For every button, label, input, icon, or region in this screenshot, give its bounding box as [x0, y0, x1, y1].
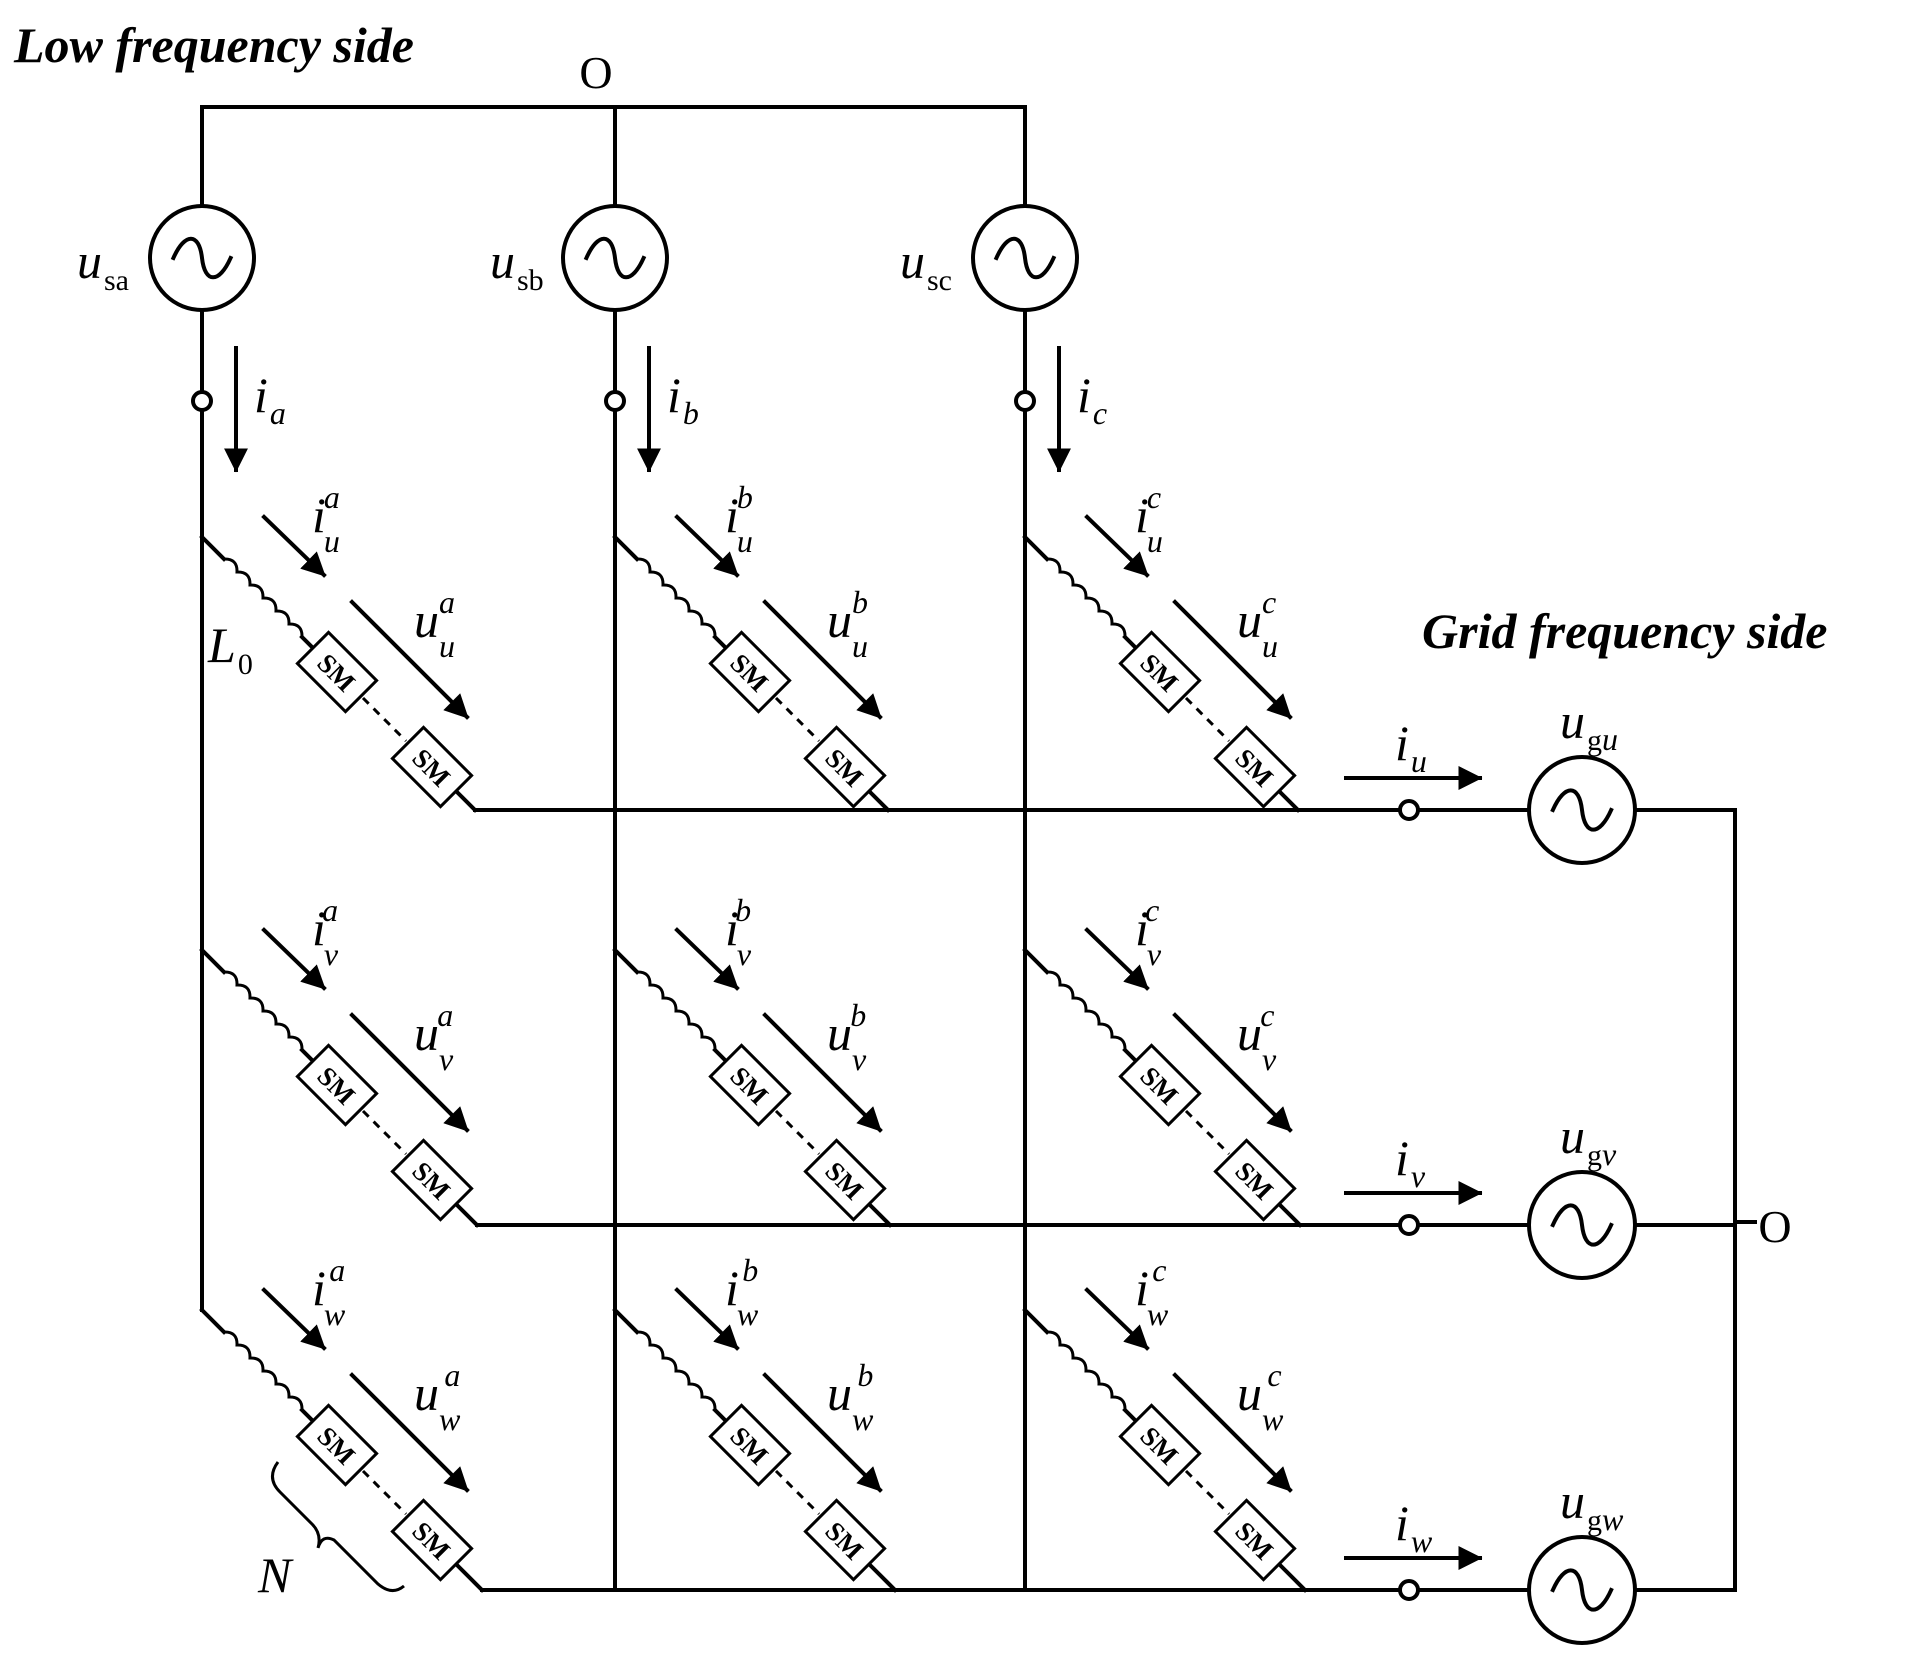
- branch-voltage-label: uwb: [827, 1357, 874, 1437]
- circuit-elements: usaiausbibuscicSMSMiuauuaSMSMiubuubSMSMi…: [77, 105, 1737, 1645]
- branch-voltage-arrow: [762, 1372, 883, 1493]
- submodule-block: SM: [708, 1043, 792, 1127]
- neutral-label-right: O: [1758, 1201, 1791, 1252]
- branch-voltage-label: uva: [414, 997, 454, 1077]
- input-current-label: ia: [254, 367, 286, 431]
- branch-current-arrow: [1084, 1287, 1150, 1351]
- submodule-block: SM: [1118, 630, 1202, 714]
- ac-source-icon: [1527, 755, 1637, 865]
- branch-current-arrow: [1084, 927, 1150, 991]
- input-terminal: [1014, 390, 1036, 412]
- branch-voltage-arrow: [1172, 599, 1293, 720]
- branch-voltage-label: uvb: [827, 997, 867, 1077]
- branch-voltage-label: uwa: [414, 1357, 461, 1437]
- submodule-block: SM: [1213, 725, 1297, 809]
- input-source-label: usc: [900, 233, 952, 297]
- branch-voltage-arrow: [762, 599, 883, 720]
- branch-current-label: iua: [312, 479, 340, 559]
- branch-current-label: iwa: [312, 1252, 346, 1332]
- input-terminal: [191, 390, 213, 412]
- n-brace: [271, 1461, 405, 1592]
- branch-voltage-arrow: [1172, 1012, 1293, 1133]
- submodule-block: SM: [803, 1138, 887, 1222]
- branch-current-label: iuc: [1135, 479, 1163, 559]
- branch-voltage-label: uuc: [1237, 584, 1278, 664]
- submodule-block: SM: [803, 1498, 887, 1582]
- output-terminal: [1398, 799, 1420, 821]
- branch-current-arrow: [261, 927, 327, 991]
- branch-current-label: iwb: [725, 1252, 759, 1332]
- branch-current-arrow: [674, 514, 740, 578]
- branch-current-arrow: [674, 927, 740, 991]
- input-source-label: usa: [77, 233, 129, 297]
- ac-source-icon: [148, 204, 256, 312]
- submodule-block: SM: [390, 725, 474, 809]
- low-frequency-side-title: Low frequency side: [13, 17, 414, 73]
- branch-voltage-label: uub: [827, 584, 868, 664]
- ac-source-icon: [1527, 1170, 1637, 1280]
- input-terminal: [604, 390, 626, 412]
- branch-current-label: iub: [725, 479, 753, 559]
- branch-voltage-label: uvc: [1237, 997, 1277, 1077]
- n-label: N: [257, 1547, 294, 1603]
- grid-current-label: iv: [1395, 1130, 1426, 1194]
- branch-voltage-arrow: [349, 1012, 470, 1133]
- branch-current-label: iva: [312, 892, 339, 972]
- branch-current-label: ivb: [725, 892, 752, 972]
- branch-current-label: iwc: [1135, 1252, 1169, 1332]
- branch-voltage-arrow: [762, 1012, 883, 1133]
- branch-voltage-label: uwc: [1237, 1357, 1284, 1437]
- output-terminal: [1398, 1579, 1420, 1601]
- grid-current-label: iu: [1395, 715, 1427, 779]
- submodule-block: SM: [708, 1403, 792, 1487]
- branch-current-arrow: [261, 1287, 327, 1351]
- grid-source-label: ugw: [1560, 1473, 1624, 1537]
- grid-current-label: iw: [1395, 1495, 1433, 1559]
- branch-current-arrow: [1084, 514, 1150, 578]
- submodule-block: SM: [390, 1138, 474, 1222]
- ac-source-icon: [1527, 1535, 1637, 1645]
- input-current-label: ib: [667, 367, 699, 431]
- output-terminal: [1398, 1214, 1420, 1236]
- branch-current-arrow: [674, 1287, 740, 1351]
- branch-voltage-arrow: [349, 599, 470, 720]
- branch-voltage-label: uua: [414, 584, 455, 664]
- branch-current-label: ivc: [1135, 892, 1162, 972]
- ac-source-icon: [971, 204, 1079, 312]
- grid-source-label: ugu: [1560, 693, 1618, 757]
- grid-frequency-side-title: Grid frequency side: [1422, 603, 1828, 659]
- branch-voltage-arrow: [349, 1372, 470, 1493]
- submodule-block: SM: [803, 725, 887, 809]
- input-source-label: usb: [490, 233, 544, 297]
- branch-current-arrow: [261, 514, 327, 578]
- grid-source-label: ugv: [1560, 1108, 1617, 1172]
- neutral-label-top: O: [579, 47, 612, 98]
- branch-voltage-arrow: [1172, 1372, 1293, 1493]
- input-current-label: ic: [1077, 367, 1107, 431]
- inductor-label: L0: [207, 617, 253, 681]
- ac-source-icon: [561, 204, 669, 312]
